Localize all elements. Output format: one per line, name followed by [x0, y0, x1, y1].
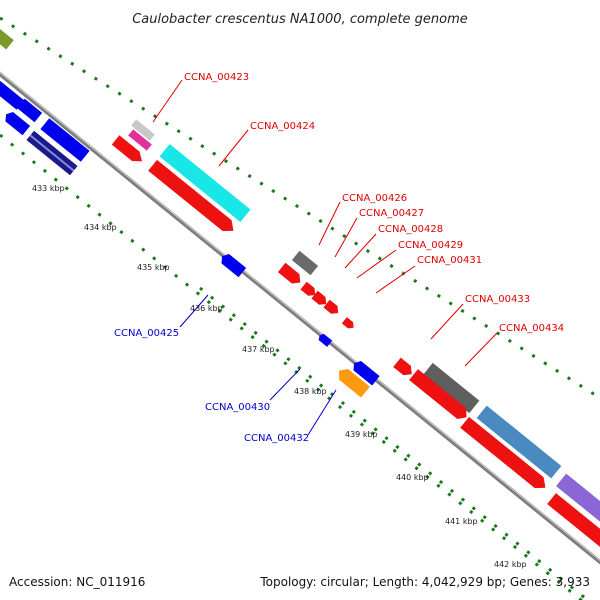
tick-label: 436 kbp [190, 304, 223, 313]
map-title: Caulobacter crescentus NA1000, complete … [132, 12, 468, 27]
gene-red-h[interactable] [460, 416, 550, 493]
gene-navy-striped[interactable] [26, 130, 78, 176]
inner-tick-ring [0, 133, 584, 600]
forward-gene-labels: CCNA_00423 CCNA_00424 CCNA_00426 CCNA_00… [184, 72, 564, 334]
gene-label[interactable]: CCNA_00423 [184, 72, 249, 83]
gene-label[interactable]: CCNA_00433 [465, 294, 530, 305]
gene-blue-4[interactable] [40, 118, 90, 162]
gene-red-d[interactable] [323, 299, 341, 317]
gene-label[interactable]: CCNA_00429 [398, 240, 463, 251]
gene-label[interactable]: CCNA_00428 [378, 224, 443, 235]
gene-red-a[interactable] [277, 262, 304, 287]
tick-label: 440 kbp [396, 473, 429, 482]
gene-olive[interactable] [0, 19, 14, 50]
gene-ccna-00424-red[interactable] [148, 159, 238, 236]
gene-red-b[interactable] [300, 281, 318, 299]
reverse-leader-lines [179, 294, 337, 436]
gene-label[interactable]: CCNA_00426 [342, 193, 407, 204]
gene-label[interactable]: CCNA_00431 [417, 255, 482, 266]
accession-text: Accession: NC_011916 [9, 575, 145, 589]
gene-blue-2[interactable] [14, 97, 43, 123]
reverse-gene-labels: CCNA_00425 CCNA_00430 CCNA_00432 [114, 328, 309, 444]
outer-tick-ring [0, 16, 600, 400]
tick-label: 438 kbp [294, 387, 327, 396]
gene-label[interactable]: CCNA_00432 [244, 433, 309, 444]
gene-red-g[interactable] [409, 369, 471, 423]
gene-label[interactable]: CCNA_00424 [250, 121, 315, 132]
backbone-highlight [0, 71, 600, 562]
genome-summary-text: Topology: circular; Length: 4,042,929 bp… [259, 575, 590, 589]
tick-label: 433 kbp [32, 184, 65, 193]
gene-red-e[interactable] [341, 317, 356, 331]
tick-label: 435 kbp [137, 263, 170, 272]
lower-tick-ring [199, 286, 590, 600]
tick-label: 439 kbp [345, 430, 378, 439]
gene-ccna-00425[interactable] [218, 252, 247, 278]
gene-blue-3[interactable] [2, 110, 31, 136]
tick-label: 442 kbp [494, 560, 527, 569]
gene-label[interactable]: CCNA_00427 [359, 208, 424, 219]
gene-ccna-00432-orange[interactable] [335, 365, 370, 398]
tick-label: 434 kbp [84, 223, 117, 232]
gene-ccna-00423-grey[interactable] [131, 119, 155, 141]
gene-ccna-00424-cyan[interactable] [159, 144, 251, 222]
gene-red-f[interactable] [393, 357, 415, 379]
gene-red-c[interactable] [311, 290, 329, 308]
tick-label: 441 kbp [445, 517, 478, 526]
gene-blue-small[interactable] [317, 332, 333, 347]
gene-label[interactable]: CCNA_00425 [114, 328, 179, 339]
gene-blue-1[interactable] [0, 80, 25, 110]
gene-ccna-00434-blue[interactable] [476, 405, 562, 479]
forward-leader-lines [152, 79, 498, 367]
gene-ccna-00426-grey[interactable] [291, 250, 319, 276]
gene-red-small-1[interactable] [111, 135, 146, 166]
tick-labels: 433 kbp 434 kbp 435 kbp 436 kbp 437 kbp … [32, 184, 527, 569]
gene-label[interactable]: CCNA_00430 [205, 402, 270, 413]
genome-backbone [0, 71, 600, 565]
gene-red-i[interactable] [547, 493, 600, 547]
gene-ccna-00430[interactable] [350, 359, 380, 386]
gene-purple[interactable] [556, 473, 600, 527]
tick-label: 437 kbp [242, 345, 275, 354]
gene-ccna-00423-pink[interactable] [128, 129, 152, 151]
gene-ccna-00433-grey[interactable] [422, 362, 480, 414]
gene-label[interactable]: CCNA_00434 [499, 323, 564, 334]
